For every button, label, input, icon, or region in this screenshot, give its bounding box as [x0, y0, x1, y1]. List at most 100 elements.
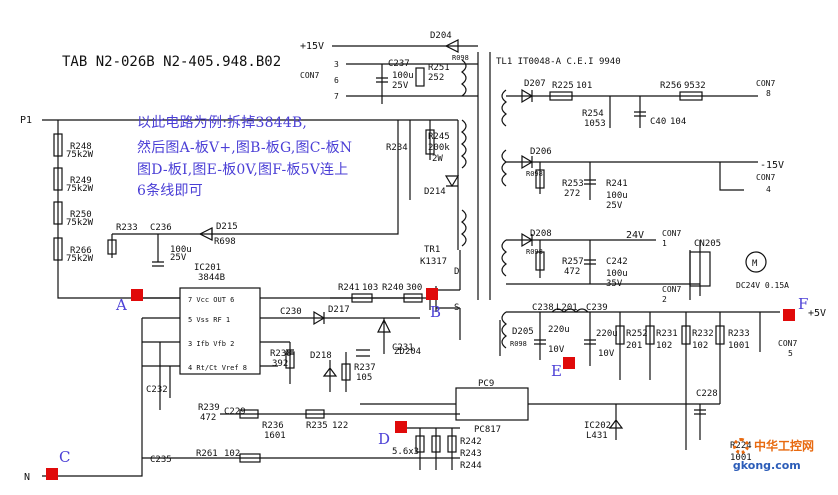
- r238-label: R238: [270, 349, 292, 359]
- r233-label: R233: [116, 223, 138, 233]
- net-minus15v: -15V: [760, 160, 784, 171]
- d214-label: D214: [424, 187, 446, 197]
- d206-label: D206: [530, 147, 552, 157]
- d204-label: D204: [430, 31, 452, 41]
- r261-value: 102: [224, 449, 240, 459]
- r236-value: 1601: [264, 431, 286, 441]
- net-p1: P1: [20, 115, 32, 126]
- r241b-label: R241: [606, 179, 628, 189]
- ic202-value: L431: [586, 431, 608, 441]
- c237-value: 100u: [392, 71, 414, 81]
- r236-label: R236: [262, 421, 284, 431]
- d208-label: D208: [530, 229, 552, 239]
- watermark-url: gkong.com: [732, 459, 801, 472]
- r239-label: R239: [198, 403, 220, 413]
- d217-label: D217: [328, 305, 350, 315]
- r241b-voltage: 25V: [606, 201, 623, 211]
- cn205-label: CN205: [694, 239, 721, 249]
- ic201-pin5: 5 Vss RF 1: [188, 316, 230, 324]
- r252-label: R252: [626, 329, 648, 339]
- c242-voltage: 35V: [606, 279, 623, 289]
- c231-label: C231: [392, 343, 414, 353]
- r261-label: R261: [196, 449, 218, 459]
- r254-value: 1053: [584, 119, 606, 129]
- con7-pin3: 3: [334, 60, 339, 69]
- con7-2-label: CON7: [662, 285, 681, 294]
- ic201-pin3: 3 Ifb Vfb 2: [188, 340, 234, 348]
- c220b-label: 220u: [596, 329, 618, 339]
- tr1-label: TR1: [424, 245, 440, 255]
- con7-pin1: 1: [662, 239, 667, 248]
- c236-label: C236: [150, 223, 172, 233]
- c220b-value: 10V: [598, 349, 615, 359]
- marker-e: [563, 357, 575, 369]
- c237-label: C237: [388, 59, 410, 69]
- r256-value: 9532: [684, 81, 706, 91]
- r235-value: 122: [332, 421, 348, 431]
- marker-d: [395, 421, 407, 433]
- c235-label: C235: [150, 455, 172, 465]
- r245-label: R245: [428, 132, 450, 142]
- ic201-pin4: 4 Rt/Ct Vref 8: [188, 364, 247, 372]
- r237-value: 105: [356, 373, 372, 383]
- tl1-label: TL1 IT0048-A C.E.I 9940: [496, 57, 621, 67]
- con7-pin2: 2: [662, 295, 667, 304]
- c239-label: C239: [586, 303, 608, 313]
- r245-value: 200k: [428, 143, 450, 153]
- c220a-label: 220u: [548, 325, 570, 335]
- d205-label: D205: [512, 327, 534, 337]
- watermark-logo: 中华工控网 gkong.com: [732, 435, 814, 473]
- tr1-drain: D: [454, 267, 459, 277]
- annotation-line-1: 以此电路为例:拆掉3844B,: [137, 115, 308, 131]
- d206-value: R098: [526, 170, 543, 178]
- r242-value: 5.6x3: [392, 447, 419, 457]
- marker-e-label: E: [551, 362, 562, 380]
- c40-label: C40: [650, 117, 666, 127]
- con7-8-label: CON7: [756, 79, 775, 88]
- c236-voltage: 25V: [170, 253, 187, 263]
- d207-label: D207: [524, 79, 546, 89]
- r243-label: R243: [460, 449, 482, 459]
- c220a-value: 10V: [548, 345, 565, 355]
- net-24v: 24V: [626, 230, 644, 241]
- annotation-line-2: 然后图A-板V+,图B-板G,图C-板N: [137, 140, 353, 156]
- motor-label: M: [752, 259, 758, 269]
- c229-label: C229: [224, 407, 246, 417]
- pc9-label: PC9: [478, 379, 494, 389]
- r252-value: 201: [626, 341, 642, 351]
- r241b-value: 100u: [606, 191, 628, 201]
- r251-label: R251: [428, 63, 450, 73]
- con7-4-label: CON7: [756, 173, 775, 182]
- r257-label: R257: [562, 257, 584, 267]
- net-n: N: [24, 472, 30, 483]
- r235-label: R235: [306, 421, 328, 431]
- c242-value: 100u: [606, 269, 628, 279]
- r233b-value: 1001: [728, 341, 750, 351]
- board-title: TAB N2-026B N2-405.948.B02: [62, 54, 282, 70]
- r250-label: R250: [70, 210, 92, 220]
- net-plus5v: +5V: [808, 308, 826, 319]
- r251-value: 252: [428, 73, 444, 83]
- c228-label: C228: [696, 389, 718, 399]
- c230-label: C230: [280, 307, 302, 317]
- con7-5-label: CON7: [778, 339, 797, 348]
- r253-label: R253: [562, 179, 584, 189]
- r240-label: R240: [382, 283, 404, 293]
- marker-a: [131, 289, 143, 301]
- r225-value: 101: [576, 81, 592, 91]
- con7-pin4: 4: [766, 185, 771, 194]
- c238-label: C238: [532, 303, 554, 313]
- ic202-label: IC202: [584, 421, 611, 431]
- c40-value: 104: [670, 117, 686, 127]
- d204-value: R098: [452, 54, 469, 62]
- marker-b-label: B: [430, 303, 442, 321]
- ic201-label: IC201: [194, 263, 221, 273]
- pc817-label: PC817: [474, 425, 501, 435]
- r225-label: R225: [552, 81, 574, 91]
- con7-pin7: 7: [334, 92, 339, 101]
- r266-label: R266: [70, 246, 92, 256]
- r231-value: 102: [656, 341, 672, 351]
- r237-label: R237: [354, 363, 376, 373]
